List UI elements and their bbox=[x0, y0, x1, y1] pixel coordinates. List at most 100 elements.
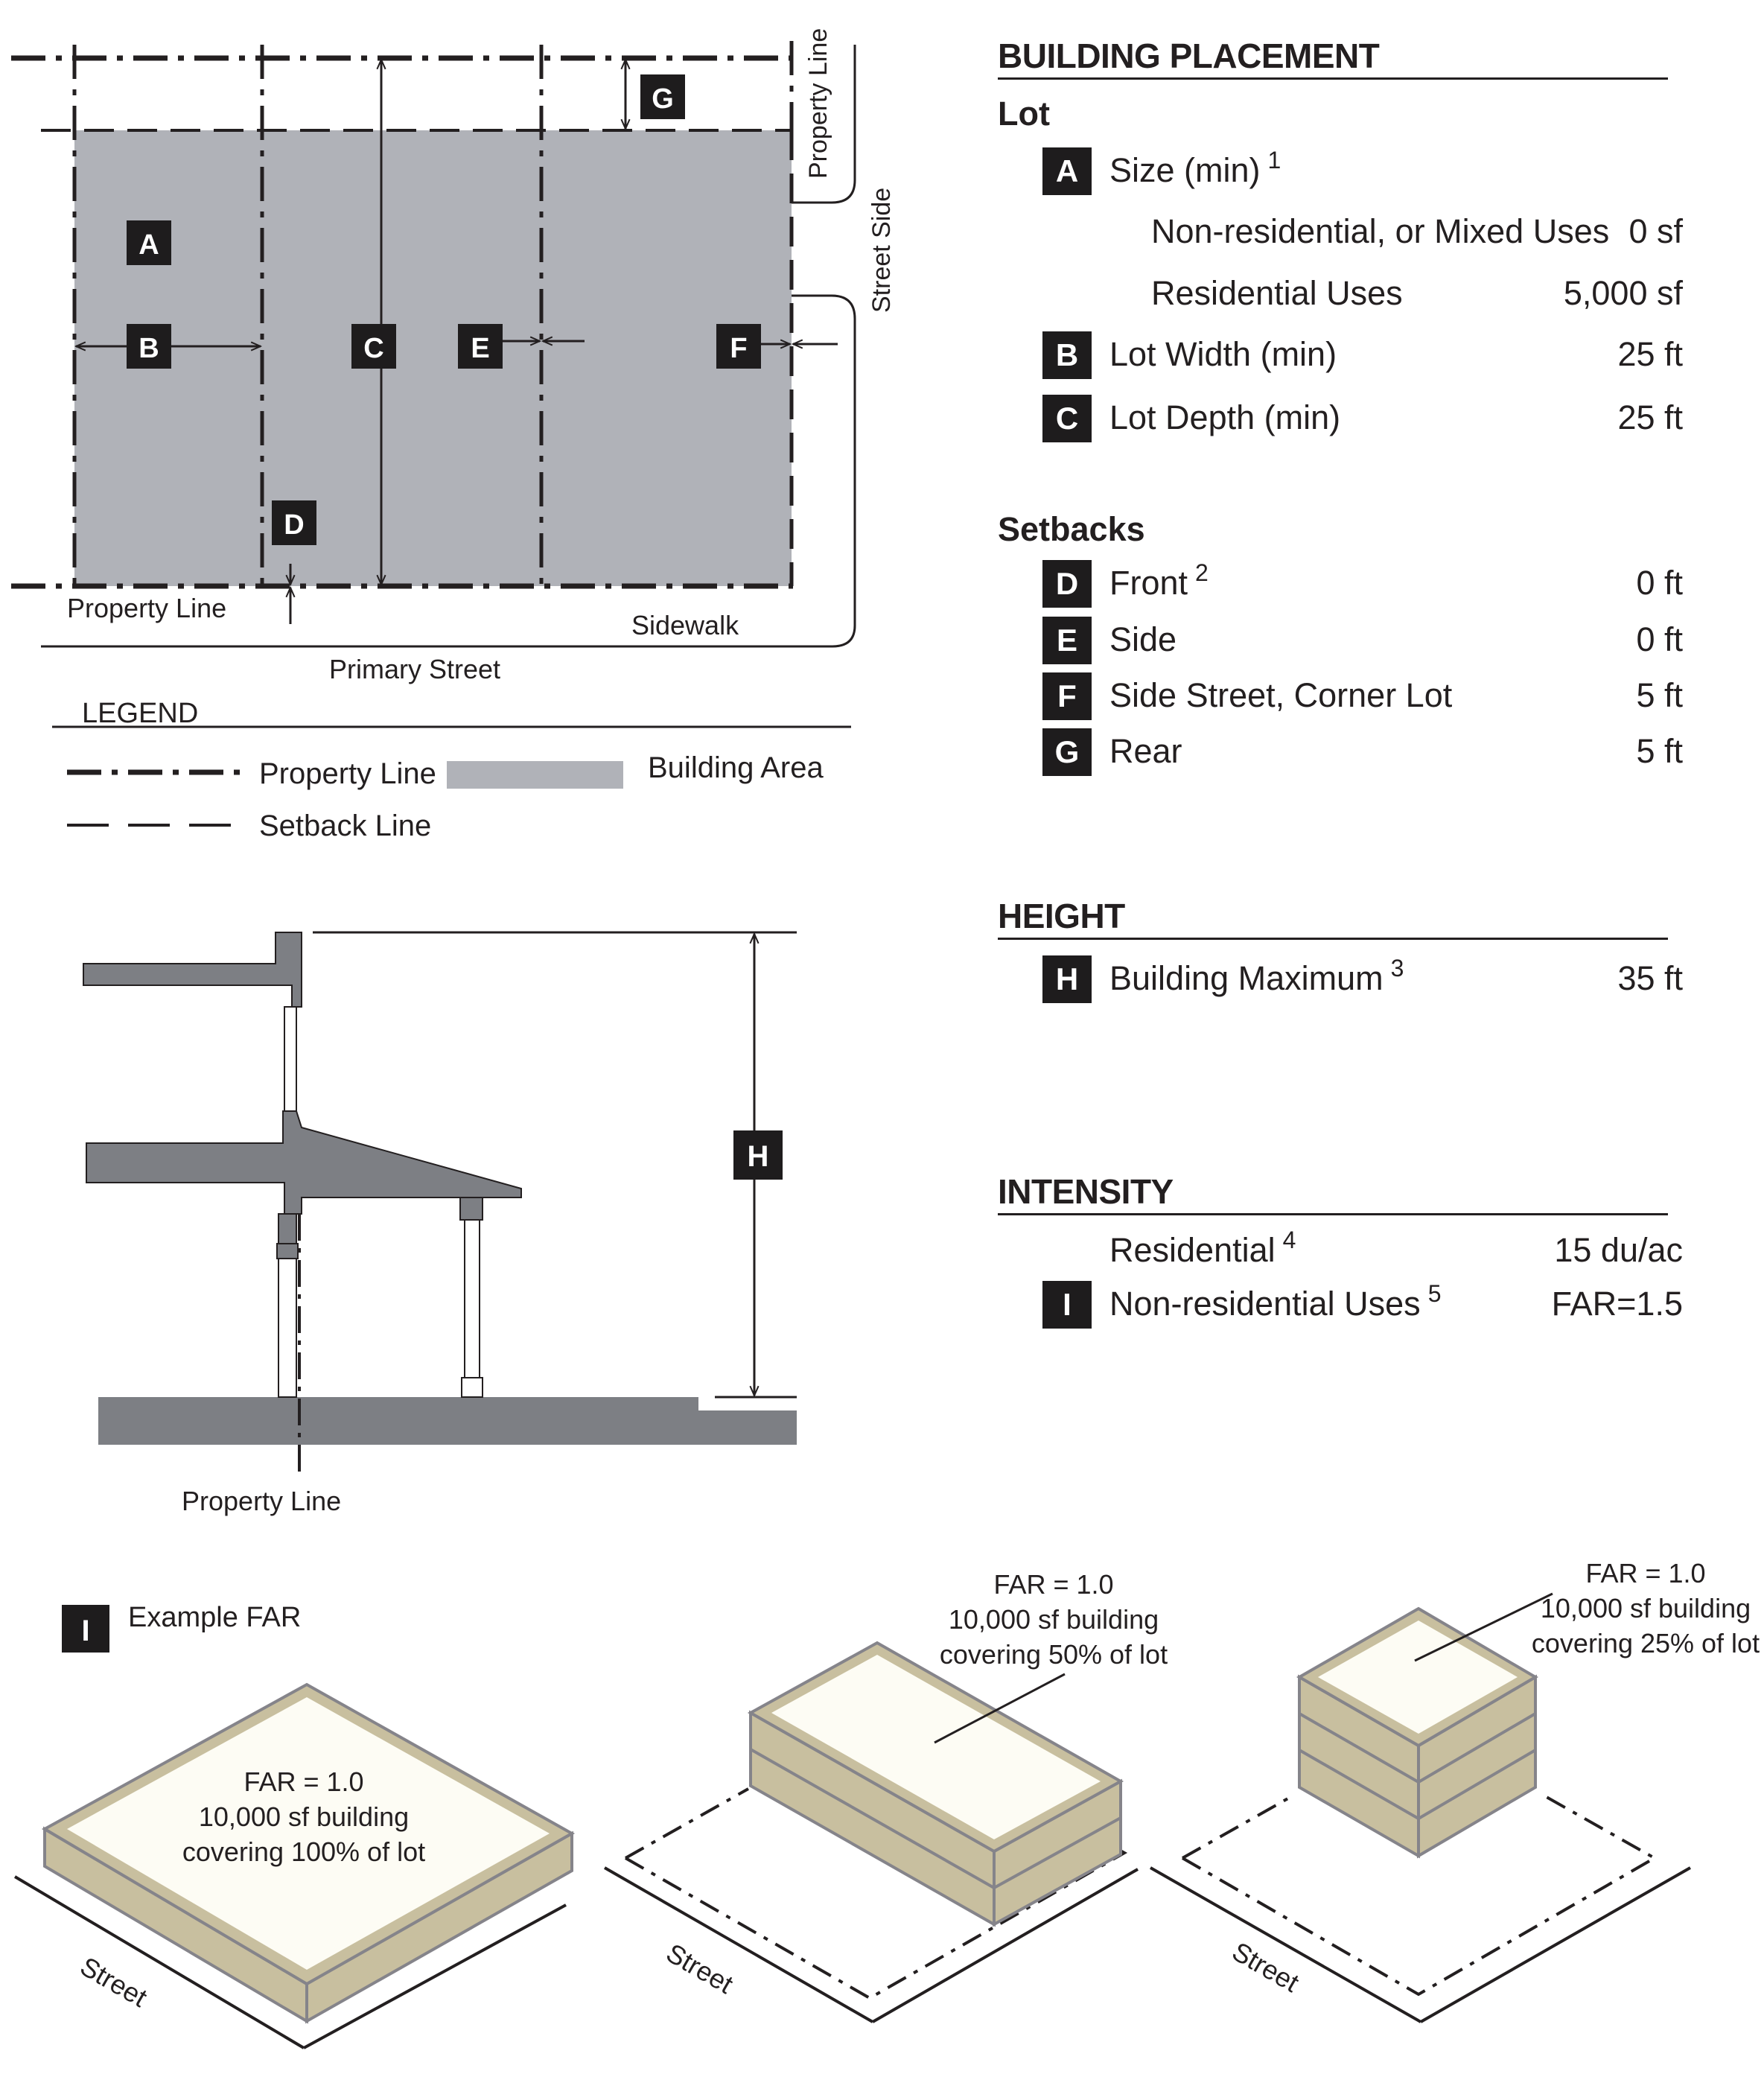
svg-text:C: C bbox=[363, 333, 383, 364]
column-base bbox=[461, 1377, 483, 1398]
svg-text:F: F bbox=[730, 333, 747, 364]
badge-d-table: D bbox=[1042, 560, 1092, 608]
badge-g-table: G bbox=[1042, 728, 1092, 776]
section-property-line-label: Property Line bbox=[182, 1486, 341, 1516]
badge-a-table: A bbox=[1042, 147, 1092, 195]
badge-d: D bbox=[272, 500, 316, 545]
svg-text:I: I bbox=[81, 1615, 89, 1647]
footnote-2: 2 bbox=[1195, 559, 1209, 586]
lower-wall bbox=[278, 1258, 297, 1398]
lot-depth-label: Lot Depth (min) bbox=[1109, 398, 1341, 436]
badge-f-table: F bbox=[1042, 672, 1092, 720]
legend: LEGEND Property Line Setback Line Buildi… bbox=[52, 698, 851, 842]
far-example-100-line2: 10,000 sf building bbox=[199, 1801, 409, 1832]
rear-setback-value: 5 ft bbox=[1636, 732, 1683, 770]
row-rear-setback: G Rear 5 ft bbox=[998, 728, 1683, 780]
far-example-25-line3: covering 25% of lot bbox=[1532, 1628, 1760, 1658]
far-example-50-street: Street bbox=[661, 1937, 739, 2000]
label-property-line-bottom: Property Line bbox=[67, 593, 226, 623]
non-residential-size-label: Non-residential, or Mixed Uses bbox=[1151, 212, 1610, 250]
svg-text:G: G bbox=[652, 83, 674, 115]
svg-text:A: A bbox=[138, 229, 159, 261]
row-side-setback: E Side 0 ft bbox=[998, 617, 1683, 669]
porch-roof bbox=[86, 1110, 522, 1215]
residential-size-label: Residential Uses bbox=[1151, 274, 1403, 312]
badge-h-table: H bbox=[1042, 955, 1092, 1003]
label-primary-street: Primary Street bbox=[329, 654, 500, 684]
building-maximum-value: 35 ft bbox=[1617, 959, 1683, 997]
badge-g: G bbox=[640, 74, 685, 119]
side-street-setback-value: 5 ft bbox=[1636, 676, 1683, 714]
badge-h: H bbox=[733, 1130, 783, 1180]
legend-title: LEGEND bbox=[82, 698, 198, 729]
lower-wall-top bbox=[278, 1213, 297, 1244]
heading-intensity: INTENSITY bbox=[998, 1174, 1668, 1215]
far-example-50-line2: 10,000 sf building bbox=[949, 1604, 1159, 1635]
residential-intensity-value: 15 du/ac bbox=[1554, 1231, 1683, 1269]
non-residential-size-value: 0 sf bbox=[1628, 212, 1683, 250]
row-lot-size: A Size (min)1 bbox=[998, 147, 1683, 200]
far-example-100-line1: FAR = 1.0 bbox=[243, 1766, 363, 1797]
upper-window bbox=[284, 1006, 297, 1112]
label-property-line-vertical: Property Line bbox=[804, 28, 832, 179]
row-residential-size: Residential Uses 5,000 sf bbox=[998, 270, 1683, 322]
far-example-50-line1: FAR = 1.0 bbox=[993, 1569, 1113, 1600]
row-lot-depth: C Lot Depth (min) 25 ft bbox=[998, 395, 1683, 447]
badge-f: F bbox=[716, 324, 761, 369]
porch-column bbox=[464, 1219, 480, 1378]
side-setback-value: 0 ft bbox=[1636, 620, 1683, 658]
ground bbox=[98, 1397, 797, 1445]
side-setback-label: Side bbox=[1109, 620, 1177, 658]
row-lot-width: B Lot Width (min) 25 ft bbox=[998, 331, 1683, 384]
far-example-25-line1: FAR = 1.0 bbox=[1585, 1558, 1705, 1588]
building-area bbox=[74, 130, 792, 586]
non-residential-intensity-value: FAR=1.5 bbox=[1551, 1285, 1683, 1323]
heading-height: HEIGHT bbox=[998, 899, 1668, 940]
legend-setback-line-label: Setback Line bbox=[259, 810, 431, 842]
far-example-25-line2: 10,000 sf building bbox=[1541, 1593, 1751, 1623]
far-example-25-street: Street bbox=[1227, 1936, 1305, 1998]
lot-width-value: 25 ft bbox=[1617, 335, 1683, 373]
front-setback-value: 0 ft bbox=[1636, 564, 1683, 602]
far-examples: I Example FAR FAR = 1.0 10,000 sf buildi… bbox=[13, 1558, 1760, 2049]
column-capital bbox=[459, 1197, 483, 1221]
label-sidewalk: Sidewalk bbox=[631, 610, 739, 640]
badge-e: E bbox=[458, 324, 503, 369]
badge-b-table: B bbox=[1042, 331, 1092, 379]
far-example-100-street: Street bbox=[75, 1950, 153, 2013]
footnote-1: 1 bbox=[1267, 147, 1281, 174]
heading-setbacks: Setbacks bbox=[998, 510, 1145, 548]
side-curb-upper bbox=[792, 45, 856, 204]
side-street-setback-label: Side Street, Corner Lot bbox=[1109, 676, 1453, 714]
heading-building-placement: BUILDING PLACEMENT bbox=[998, 39, 1668, 80]
far-example-50: FAR = 1.0 10,000 sf building covering 50… bbox=[604, 1569, 1168, 2023]
upper-slab bbox=[83, 932, 302, 1008]
lot-size-label: Size (min)1 bbox=[1109, 147, 1281, 189]
legend-property-line-label: Property Line bbox=[259, 757, 436, 790]
legend-building-area-label: Building Area bbox=[648, 751, 824, 784]
svg-text:D: D bbox=[284, 509, 304, 541]
footnote-4: 4 bbox=[1282, 1227, 1296, 1253]
legend-building-area-swatch bbox=[447, 761, 623, 789]
building-section: H Property Line bbox=[83, 931, 797, 1516]
lot-width-label: Lot Width (min) bbox=[1109, 335, 1337, 373]
footnote-5: 5 bbox=[1427, 1280, 1442, 1307]
far-example-25: FAR = 1.0 10,000 sf building covering 25… bbox=[1150, 1558, 1760, 2023]
badge-c: C bbox=[351, 324, 396, 369]
badge-e-table: E bbox=[1042, 617, 1092, 664]
footnote-3: 3 bbox=[1390, 955, 1404, 982]
site-plan: A B C D E F G Property Line Street Side … bbox=[11, 28, 896, 684]
badge-i-table: I bbox=[1042, 1281, 1092, 1329]
row-side-street-setback: F Side Street, Corner Lot 5 ft bbox=[998, 672, 1683, 725]
badge-c-table: C bbox=[1042, 395, 1092, 442]
svg-text:E: E bbox=[471, 333, 489, 364]
